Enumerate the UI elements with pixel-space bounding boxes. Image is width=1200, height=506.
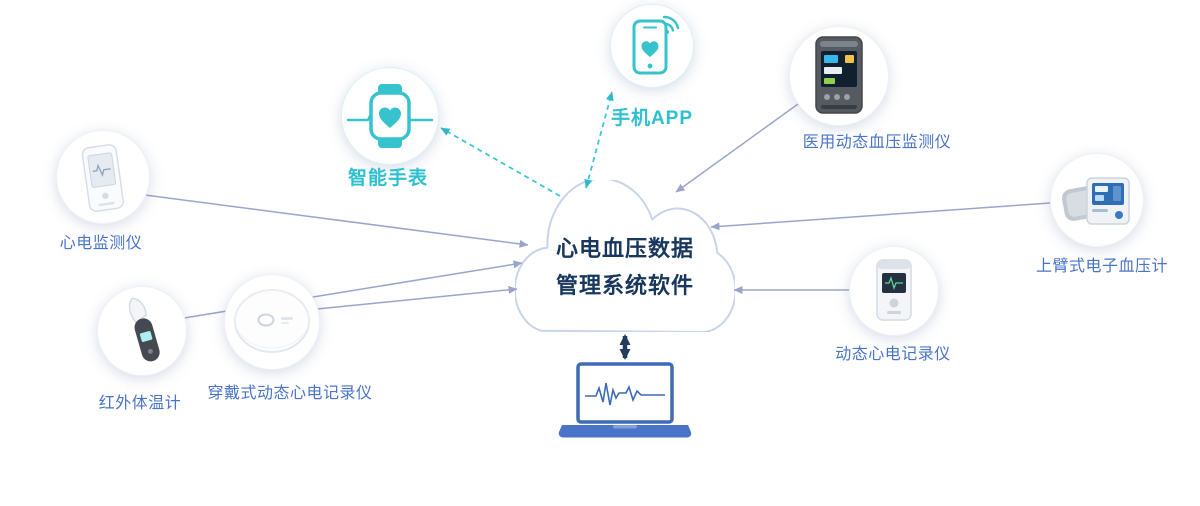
device-node-holter [849, 246, 939, 336]
device-node-bp-monitor [789, 26, 889, 126]
connector-wearable-recorder-to-cloud [316, 285, 518, 310]
connector-ecg-monitor-to-cloud [144, 194, 529, 248]
label-thermometer: 红外体温计 [98, 395, 182, 412]
sync-arrow-cloud-to-smartphone [584, 91, 614, 189]
device-node-wearable-recorder [224, 274, 320, 370]
cloud-title-line1: 心电血压数据 [555, 236, 694, 261]
thermometer-icon [128, 297, 160, 362]
arm-bp-icon [1062, 177, 1130, 225]
device-node-arm-bp [1050, 153, 1144, 247]
ecg-waveform [585, 382, 665, 406]
ecg-monitor-icon [81, 144, 124, 212]
label-wearable-recorder: 穿戴式动态心电记录仪 [207, 385, 373, 402]
device-node-smartphone [610, 4, 694, 88]
laptop-workstation [558, 362, 692, 438]
cloud-title-line2: 管理系统软件 [555, 273, 694, 298]
device-node-thermometer [97, 286, 187, 376]
label-smartphone: 手机APP [610, 108, 694, 129]
label-holter: 动态心电记录仪 [835, 346, 951, 363]
holter-icon [876, 259, 912, 321]
laptop-trackpad-notch [613, 425, 637, 429]
cloud-title: 心电血压数据 管理系统软件 [515, 230, 735, 304]
smartphone-icon [632, 15, 680, 75]
label-smartwatch: 智能手表 [347, 168, 429, 189]
label-arm-bp: 上臂式电子血压计 [1035, 258, 1169, 275]
wearable-recorder-icon [234, 289, 310, 353]
sync-arrow-cloud-to-smartwatch [440, 127, 561, 197]
device-node-ecg-monitor [56, 130, 150, 224]
smartwatch-icon [346, 84, 434, 148]
bp-monitor-icon [815, 36, 863, 114]
connector-bp-monitor-to-cloud [675, 103, 799, 193]
device-node-smartwatch [341, 67, 439, 165]
connector-arm-bp-to-cloud [710, 202, 1051, 231]
label-bp-monitor: 医用动态血压监测仪 [802, 134, 952, 151]
laptop-base [558, 425, 692, 438]
label-ecg-monitor: 心电监测仪 [59, 235, 143, 252]
